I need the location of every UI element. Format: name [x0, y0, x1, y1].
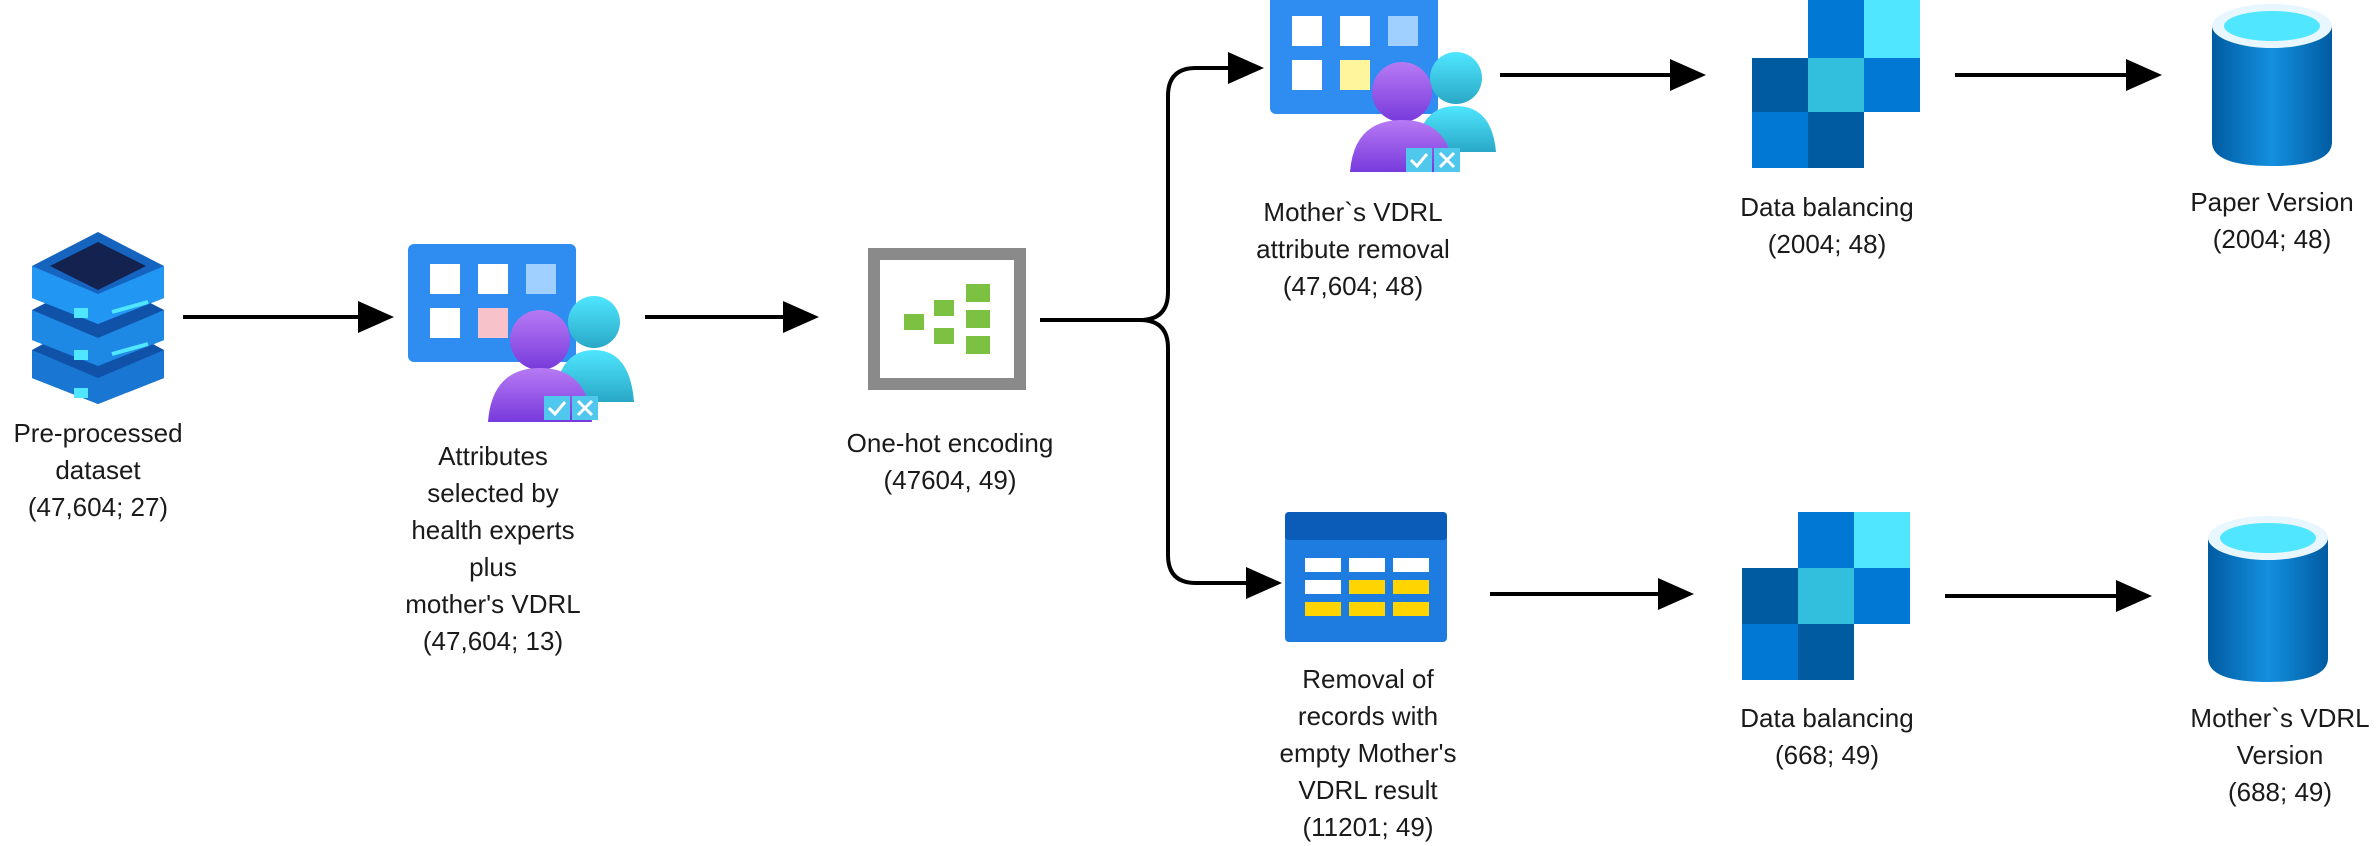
label-line: health experts	[411, 515, 575, 545]
label-line: Version	[2236, 740, 2324, 770]
label-line: (668; 49)	[1774, 740, 1880, 770]
label-line: Pre-processed	[13, 418, 183, 448]
label-line: dataset	[55, 455, 141, 485]
label-line: (47,604; 13)	[422, 626, 564, 656]
label-line: attribute removal	[1256, 234, 1450, 264]
label-line: empty Mother's	[1279, 738, 1457, 768]
label-paper-version: Paper Version (2004; 48)	[2190, 184, 2353, 258]
label-line: records with	[1297, 701, 1439, 731]
arrow-onehot-to-vdrl-removal	[1040, 52, 1264, 322]
label-line: (11201; 49)	[1302, 812, 1434, 842]
label-line: One-hot encoding	[846, 428, 1054, 458]
label-line: Data balancing	[1740, 703, 1914, 733]
label-line: Paper Version	[2190, 187, 2354, 217]
label-records-removal: Removal of records with empty Mother's V…	[1280, 661, 1457, 846]
label-data-balancing-top: Data balancing (2004; 48)	[1740, 189, 1913, 263]
label-line: (688; 49)	[2227, 777, 2333, 807]
database-cylinder-icon	[2208, 516, 2328, 682]
label-line: VDRL result	[1298, 775, 1438, 805]
label-line: (47,604; 48)	[1282, 271, 1424, 301]
arrow-onehot-to-record-removal	[1040, 318, 1282, 599]
label-line: Mother`s VDRL	[2190, 703, 2370, 733]
label-line: Mother`s VDRL	[1263, 197, 1443, 227]
label-preprocessed-dataset: Pre-processed dataset (47,604; 27)	[13, 415, 182, 526]
label-attributes-selected: Attributes selected by health experts pl…	[405, 438, 580, 660]
label-line: (47604, 49)	[883, 465, 1017, 495]
label-vdrl-attribute-removal: Mother`s VDRL attribute removal (47,604;…	[1256, 194, 1450, 305]
table-users-icon	[408, 244, 634, 422]
label-line: selected by	[427, 478, 559, 508]
data-table-icon	[1285, 512, 1447, 642]
database-cylinder-icon	[2212, 4, 2332, 166]
encoding-grid-icon	[868, 248, 1026, 390]
label-line: plus	[469, 552, 517, 582]
checker-blocks-icon	[1752, 0, 1920, 168]
label-data-balancing-bottom: Data balancing (668; 49)	[1740, 700, 1913, 774]
label-vdrl-version: Mother`s VDRL Version (688; 49)	[2190, 700, 2369, 811]
checker-blocks-icon	[1742, 512, 1910, 680]
label-line: mother's VDRL	[405, 589, 581, 619]
connector-arrows	[183, 52, 2162, 612]
label-one-hot-encoding: One-hot encoding (47604, 49)	[847, 425, 1054, 499]
label-line: (2004; 48)	[2212, 224, 2332, 254]
label-line: (47,604; 27)	[27, 492, 169, 522]
server-stack-icon	[32, 232, 164, 404]
table-users-icon	[1270, 0, 1496, 172]
label-line: Attributes	[438, 441, 548, 471]
label-line: Data balancing	[1740, 192, 1914, 222]
label-line: Removal of	[1302, 664, 1434, 694]
label-line: (2004; 48)	[1767, 229, 1887, 259]
